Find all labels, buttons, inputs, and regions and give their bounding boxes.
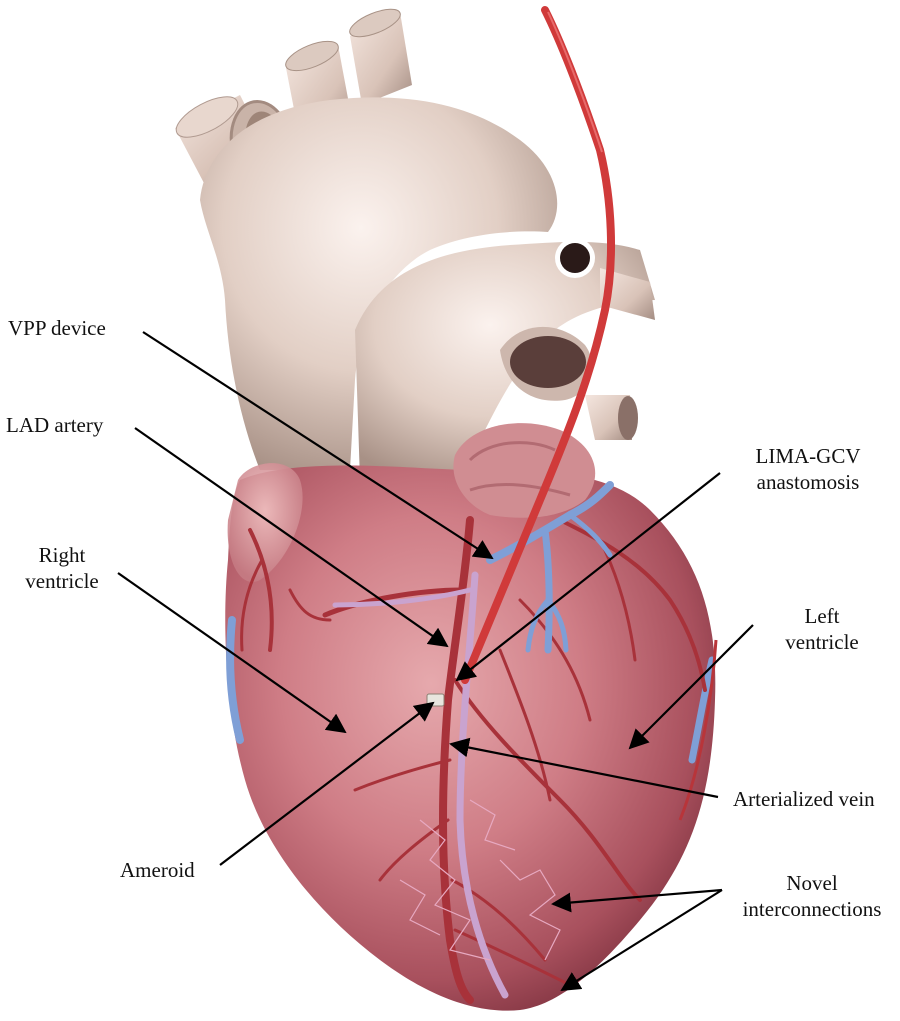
label-text-line2: ventricle: [25, 569, 99, 593]
great-vessels: [175, 8, 655, 480]
coronary-arteries: [240, 516, 707, 1004]
label-left-ventricle: Left ventricle: [782, 603, 862, 655]
novel-interconnections-network: [399, 799, 561, 961]
label-novel-interconnections: Novel interconnections: [730, 870, 894, 922]
label-text: Ameroid: [120, 858, 195, 882]
label-text-line2: interconnections: [742, 897, 882, 921]
label-lima-gcv-anastomosis: LIMA-GCV anastomosis: [748, 443, 868, 495]
arrow-arterialized-vein: [449, 737, 719, 799]
annotation-arrows: [117, 331, 754, 992]
label-text-line2: anastomosis: [756, 470, 860, 494]
ameroid-constrictor: [426, 693, 445, 707]
label-text: LAD artery: [6, 413, 104, 437]
label-text: VPP device: [8, 316, 106, 340]
label-ameroid: Ameroid: [120, 857, 195, 883]
label-text-line2: ventricle: [785, 630, 859, 654]
arrow-novel-interconnections-2: [560, 889, 723, 992]
heart-body: [225, 423, 718, 1011]
arterialized-vein: [332, 571, 509, 999]
arrow-right-ventricle: [117, 572, 347, 734]
arrow-vpp-device: [142, 331, 494, 560]
label-text-line1: Right: [38, 543, 86, 567]
label-lad-artery: LAD artery: [6, 412, 103, 438]
great-cardiac-vein: [486, 481, 614, 654]
label-right-ventricle: Right ventricle: [18, 542, 106, 594]
label-text-line1: Novel: [786, 871, 838, 895]
label-text: Arterialized vein: [733, 787, 875, 811]
arrow-ameroid: [219, 701, 435, 866]
label-arterialized-vein: Arterialized vein: [733, 786, 875, 812]
label-vpp-device: VPP device: [8, 315, 106, 341]
lima-graft: [461, 6, 615, 684]
arrow-left-ventricle: [628, 624, 754, 750]
arrow-lima-gcv-anastomosis: [455, 472, 721, 682]
arrow-lad-artery: [134, 427, 449, 648]
label-text-line1: Left: [804, 604, 840, 628]
arrow-novel-interconnections-1: [551, 888, 723, 913]
label-text-line1: LIMA-GCV: [755, 444, 861, 468]
